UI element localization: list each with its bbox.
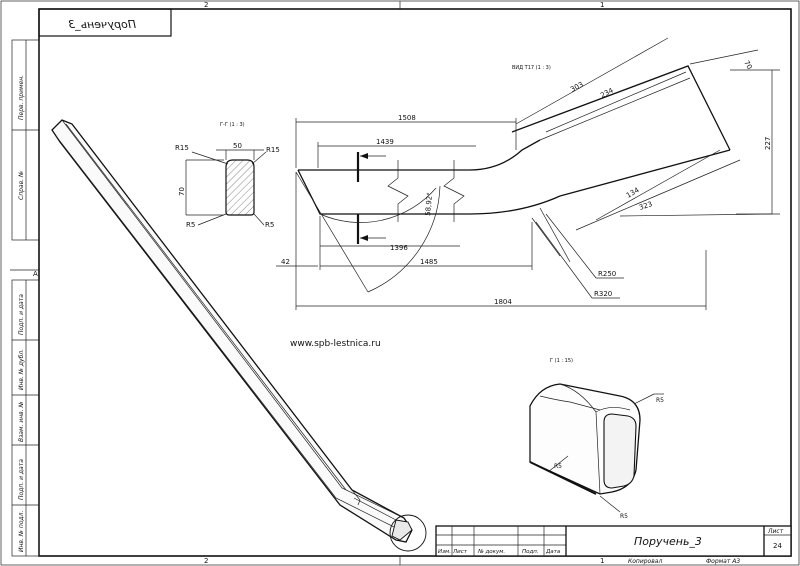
sheet-number: 24 <box>773 542 782 550</box>
zone-label-bottom-left: 2 <box>204 557 208 565</box>
section-note: Г-Г (1 : 3) <box>220 122 245 128</box>
detail-note: Г (1 : 15) <box>550 358 573 364</box>
dim-303: 303 <box>569 80 585 93</box>
section-r-top-left: R15 <box>175 144 189 152</box>
sheet-inner-frame <box>38 8 792 557</box>
main-view: ВИД Т17 (1 : 3) 1508 1439 1396 <box>276 37 780 310</box>
dim-1485: 1485 <box>420 258 438 266</box>
strip-label-2: Подп. и дата <box>18 294 25 335</box>
strip-label-1: Справ. № <box>18 171 25 200</box>
detail-r-a: R5 <box>656 397 664 404</box>
title-col-1: Лист <box>452 549 468 555</box>
left-strip-bottom <box>11 279 40 557</box>
dim-1804: 1804 <box>494 298 512 306</box>
dim-42: 42 <box>281 258 290 266</box>
title-text: Поручень_3 <box>634 535 702 548</box>
zone-label-top-right: 1 <box>600 1 604 9</box>
section-r-top-right: R15 <box>266 146 280 154</box>
handrail-isometric <box>51 119 427 552</box>
strip-label-5: Подп. и дата <box>18 459 25 500</box>
dim-227: 227 <box>764 137 772 150</box>
left-strip-top <box>11 39 40 241</box>
section-r-bottom-right: R5 <box>265 221 274 229</box>
dim-angle: 58,92° <box>424 192 434 216</box>
section-dim-height: 70 <box>178 187 186 196</box>
website-text: www.spb-lestnica.ru <box>290 339 381 349</box>
mirrored-title-text: Поручень_3 <box>68 18 136 31</box>
dim-234a: 234 <box>599 86 615 100</box>
zone-label-top-left: 2 <box>204 1 208 9</box>
strip-label-0: Перв. примен. <box>18 75 25 120</box>
title-col-2: № докум. <box>477 549 505 555</box>
copied-label: Копировал <box>628 558 662 565</box>
detail-r-c: R5 <box>620 513 628 520</box>
sheet-label: Лист <box>767 528 784 535</box>
zone-label-bottom-right: 1 <box>600 557 604 565</box>
section-r-bottom-left: R5 <box>186 221 195 229</box>
format-label: Формат А3 <box>706 558 740 565</box>
zone-label-side: A <box>33 270 38 278</box>
title-col-0: Изм. <box>438 549 451 555</box>
dim-r320: R320 <box>594 290 612 298</box>
detail-view: Г (1 : 15) R5 R5 R5 <box>529 358 664 520</box>
top-note: ВИД Т17 (1 : 3) <box>512 65 551 71</box>
strip-label-3: Инв. № дубл. <box>18 349 25 390</box>
section-dim-width: 50 <box>233 142 242 150</box>
strip-label-6: Инв. № подл. <box>18 511 25 552</box>
mirrored-title-box <box>38 8 172 37</box>
dim-1439: 1439 <box>376 138 394 146</box>
strip-label-4: Взам. инв. № <box>18 401 25 442</box>
dim-70: 70 <box>742 59 753 71</box>
dim-323: 323 <box>638 200 653 212</box>
dim-1508: 1508 <box>398 114 416 122</box>
dim-134: 134 <box>625 186 641 200</box>
dim-r250: R250 <box>598 270 616 278</box>
title-col-4: Дата <box>545 549 561 555</box>
detail-circle <box>389 514 427 552</box>
dim-1396: 1396 <box>390 244 408 252</box>
title-col-3: Подп. <box>522 549 539 555</box>
title-block: Изм. Лист № докум. Подп. Дата Поручень_3… <box>435 525 792 565</box>
section-view: Г-Г (1 : 3) 50 70 R15 R15 R5 R5 <box>175 122 280 229</box>
detail-r-b: R5 <box>554 463 562 470</box>
